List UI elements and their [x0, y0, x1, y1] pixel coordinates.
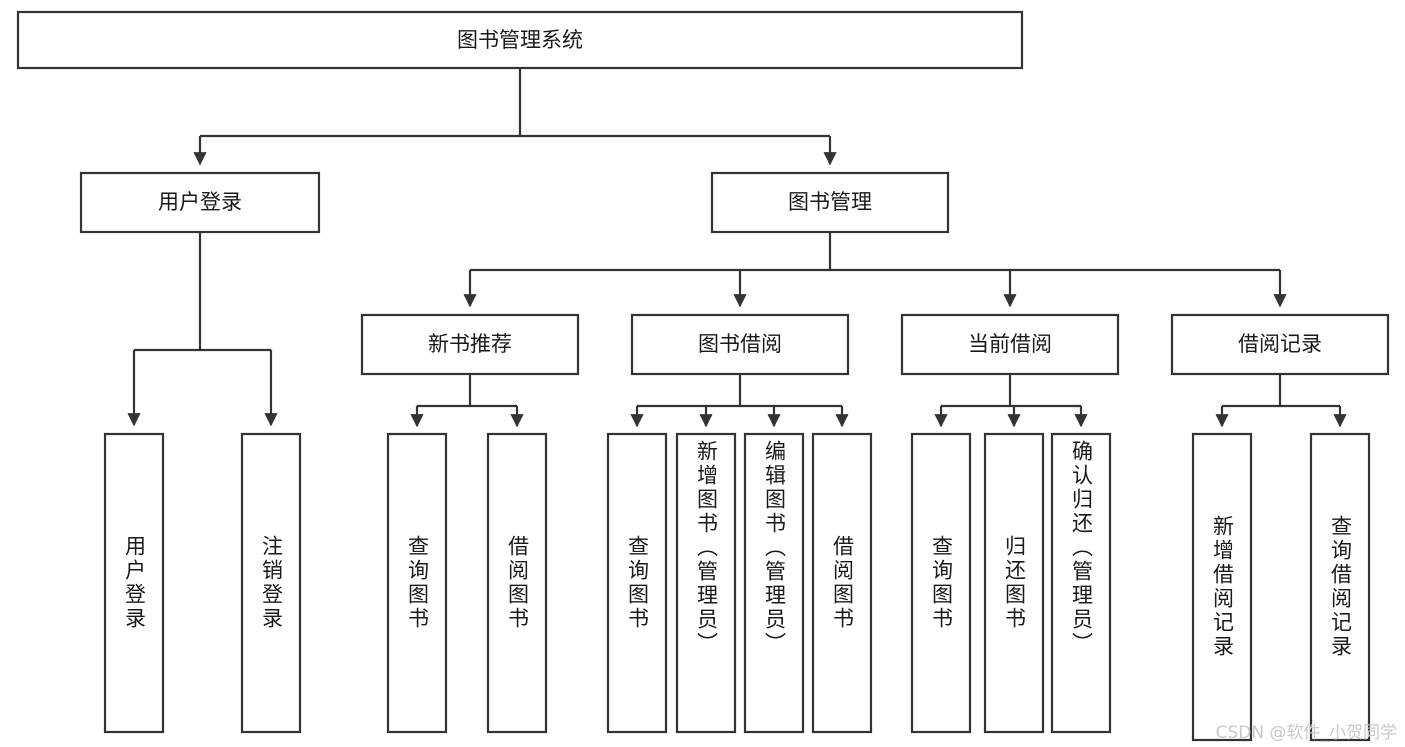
node-borrow-record[interactable]: 借阅记录 [1170, 313, 1390, 376]
node-leaf-user-logout-box [240, 432, 302, 734]
node-leaf-query-book-2[interactable]: 查询图书 [606, 432, 668, 734]
node-leaf-add-book-label: 新增图书（管理员） [694, 440, 719, 656]
node-leaf-user-login-label: 用户登录 [122, 535, 147, 631]
node-leaf-borrow-book-1-label: 借阅图书 [505, 535, 530, 631]
node-leaf-edit-book-box [743, 432, 805, 734]
node-leaf-edit-book-label: 编辑图书（管理员） [762, 440, 787, 656]
node-user-login[interactable]: 用户登录 [79, 171, 321, 234]
node-leaf-query-book-2-label: 查询图书 [625, 535, 650, 631]
node-user-login-box [79, 171, 321, 234]
node-leaf-query-book-3-label: 查询图书 [929, 535, 954, 631]
node-borrow-record-label: 借阅记录 [1238, 332, 1322, 356]
node-root-box [16, 10, 1024, 70]
node-leaf-query-record-box [1309, 432, 1371, 742]
node-leaf-user-login-box [103, 432, 165, 734]
node-leaf-return-book-label: 归还图书 [1002, 535, 1027, 631]
node-leaf-confirm-return[interactable]: 确认归还（管理员） [1050, 432, 1112, 734]
node-leaf-confirm-return-label: 确认归还（管理员） [1069, 440, 1094, 656]
node-new-book-recommend[interactable]: 新书推荐 [360, 313, 580, 376]
node-leaf-add-book[interactable]: 新增图书（管理员） [675, 432, 737, 734]
node-leaf-edit-book[interactable]: 编辑图书（管理员） [743, 432, 805, 734]
node-leaf-user-login[interactable]: 用户登录 [103, 432, 165, 734]
node-leaf-add-record-label: 新增借阅记录 [1210, 515, 1235, 659]
node-leaf-borrow-book-1[interactable]: 借阅图书 [486, 432, 548, 734]
node-borrow-record-box [1170, 313, 1390, 376]
node-current-borrow-box [900, 313, 1120, 376]
node-leaf-query-book-1[interactable]: 查询图书 [386, 432, 448, 734]
node-leaf-return-book[interactable]: 归还图书 [983, 432, 1045, 734]
node-leaf-borrow-book-2-box [811, 432, 873, 734]
node-new-book-recommend-label: 新书推荐 [428, 332, 512, 356]
node-current-borrow-label: 当前借阅 [968, 332, 1052, 356]
node-leaf-query-book-1-box [386, 432, 448, 734]
node-root-label: 图书管理系统 [457, 28, 583, 52]
node-current-borrow[interactable]: 当前借阅 [900, 313, 1120, 376]
node-leaf-confirm-return-box [1050, 432, 1112, 734]
node-leaf-add-book-box [675, 432, 737, 734]
node-leaf-query-record[interactable]: 查询借阅记录 [1309, 432, 1371, 742]
node-leaf-add-record-box [1191, 432, 1253, 742]
node-leaf-borrow-book-2-label: 借阅图书 [830, 535, 855, 631]
node-leaf-query-book-3-box [910, 432, 972, 734]
node-leaf-query-book-3[interactable]: 查询图书 [910, 432, 972, 734]
node-book-borrow-box [630, 313, 850, 376]
node-leaf-query-book-1-label: 查询图书 [405, 535, 430, 631]
node-leaf-query-book-2-box [606, 432, 668, 734]
node-leaf-add-record[interactable]: 新增借阅记录 [1191, 432, 1253, 742]
node-book-borrow[interactable]: 图书借阅 [630, 313, 850, 376]
node-leaf-user-logout-label: 注销登录 [259, 535, 284, 631]
node-book-borrow-label: 图书借阅 [698, 332, 782, 356]
node-book-manage[interactable]: 图书管理 [710, 171, 950, 234]
node-user-login-label: 用户登录 [158, 190, 242, 214]
connector-layer [127, 68, 1347, 428]
node-book-manage-box [710, 171, 950, 234]
node-leaf-borrow-book-1-box [486, 432, 548, 734]
node-leaf-query-record-label: 查询借阅记录 [1328, 515, 1353, 659]
node-leaf-borrow-book-2[interactable]: 借阅图书 [811, 432, 873, 734]
node-leaf-return-book-box [983, 432, 1045, 734]
node-root[interactable]: 图书管理系统 [16, 10, 1024, 70]
node-book-manage-label: 图书管理 [788, 190, 872, 214]
node-new-book-recommend-box [360, 313, 580, 376]
node-leaf-user-logout[interactable]: 注销登录 [240, 432, 302, 734]
